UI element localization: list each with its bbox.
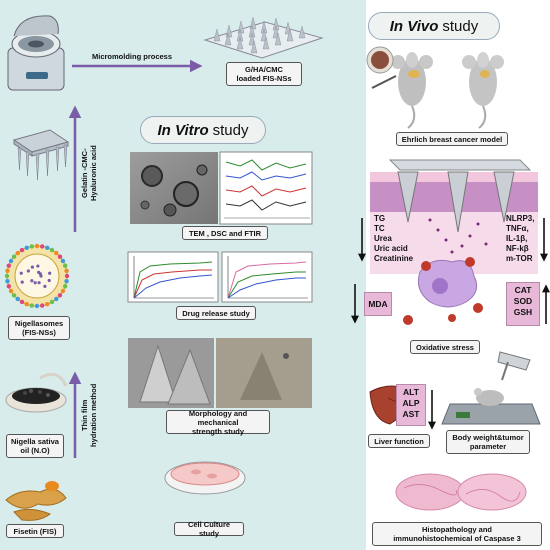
- tumor-cell-icon: [403, 257, 483, 325]
- ehrlich-label: Ehrlich breast cancer model: [396, 132, 508, 146]
- turmeric-root-icon: [5, 481, 67, 521]
- oxidative-label: Oxidative stress: [410, 340, 480, 354]
- liver-label: Liver function: [368, 434, 430, 448]
- tem-label: TEM , DSC and FTIR: [182, 226, 268, 240]
- micromolding-label: Micromolding process: [92, 52, 173, 61]
- histology-slide-icon: [395, 473, 527, 511]
- nanosphere-icon: [4, 243, 70, 309]
- mda-marker: MDA: [364, 292, 392, 316]
- liver-markers: ALT ALP AST: [396, 384, 426, 426]
- skin-section-icon: [370, 159, 538, 274]
- gelatin-label: Gelatin -CMC-Hyaluronic acid: [80, 145, 98, 201]
- antioxidant-markers: CAT SOD GSH: [506, 282, 540, 326]
- centrifuge-icon: [7, 15, 65, 91]
- fisetin-label: Fisetin (FIS): [6, 524, 64, 538]
- mouse-icon: [366, 46, 504, 129]
- nigella-seeds-icon: [5, 372, 68, 413]
- loaded-patch-icon: [203, 16, 324, 59]
- tem-image: [130, 152, 218, 224]
- kidney-markers: TG TC Urea Uric acid Creatinine: [374, 214, 414, 263]
- cell-culture-label: Cell Culture study: [174, 520, 244, 538]
- petri-dish-icon: [164, 461, 246, 495]
- sem-microneedle-image: [128, 338, 312, 408]
- inflammation-markers: NLRP3, TNFα, IL-1β, NF-kβ m-TOR: [506, 214, 535, 263]
- microneedle-array-icon: [12, 129, 70, 181]
- scale-mouse-icon: [441, 351, 541, 425]
- drug-release-label: Drug release study: [176, 306, 256, 320]
- dsc-ftir-chart: [219, 151, 313, 225]
- nigellasomes-label: Nigellasomes(FIS-NSs): [8, 316, 70, 340]
- release-chart: [127, 251, 313, 303]
